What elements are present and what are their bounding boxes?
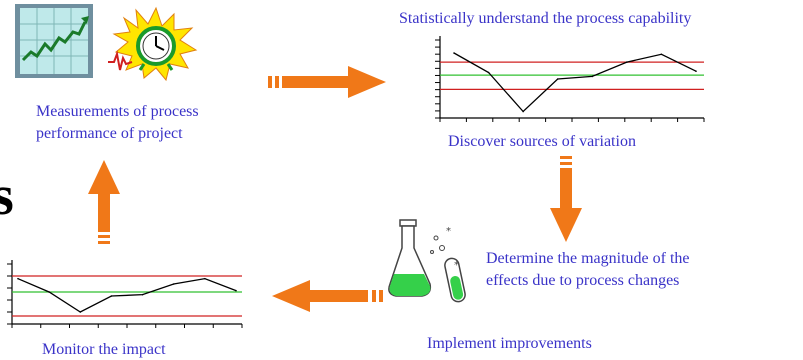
svg-text:*: * bbox=[454, 260, 459, 271]
discover-caption: Discover sources of variation bbox=[448, 133, 636, 150]
measurements-caption-line1: Measurements of process bbox=[36, 103, 199, 120]
down-arrow-right bbox=[550, 156, 582, 242]
data-point bbox=[204, 277, 206, 280]
data-point bbox=[556, 78, 559, 80]
determine-caption-line1: Determine the magnitude of the bbox=[486, 250, 690, 267]
data-series-line bbox=[17, 277, 237, 313]
right-arrow-top bbox=[268, 66, 386, 98]
up-arrow-left bbox=[88, 160, 120, 244]
data-point bbox=[141, 293, 144, 296]
measurements-caption-line2: performance of project bbox=[36, 125, 183, 142]
data-point bbox=[522, 110, 524, 113]
statistically-caption: Statistically understand the process cap… bbox=[399, 10, 692, 27]
chemistry-flask-icon: * * bbox=[388, 219, 466, 303]
data-point bbox=[695, 70, 697, 72]
data-point bbox=[110, 295, 113, 297]
data-point bbox=[235, 289, 237, 292]
left-arrow-bottom bbox=[272, 280, 383, 312]
data-point bbox=[591, 75, 594, 78]
data-point bbox=[660, 53, 663, 56]
control-chart-top bbox=[435, 36, 705, 122]
svg-text:*: * bbox=[446, 226, 451, 237]
data-point bbox=[487, 71, 490, 74]
data-point bbox=[17, 277, 19, 280]
monitor-caption: Monitor the impact bbox=[42, 341, 166, 358]
data-point bbox=[626, 61, 628, 63]
implement-caption: Implement improvements bbox=[427, 335, 592, 352]
data-series-line bbox=[453, 52, 697, 113]
data-point bbox=[48, 291, 50, 293]
partial-letter: s bbox=[0, 165, 14, 227]
control-chart-bottom bbox=[7, 260, 243, 328]
data-point bbox=[172, 283, 175, 285]
stock-chart-icon bbox=[15, 4, 93, 78]
data-point bbox=[79, 311, 82, 313]
alarm-clock-icon bbox=[108, 6, 198, 82]
determine-caption-line2: effects due to process changes bbox=[486, 272, 680, 289]
data-point bbox=[453, 52, 455, 54]
